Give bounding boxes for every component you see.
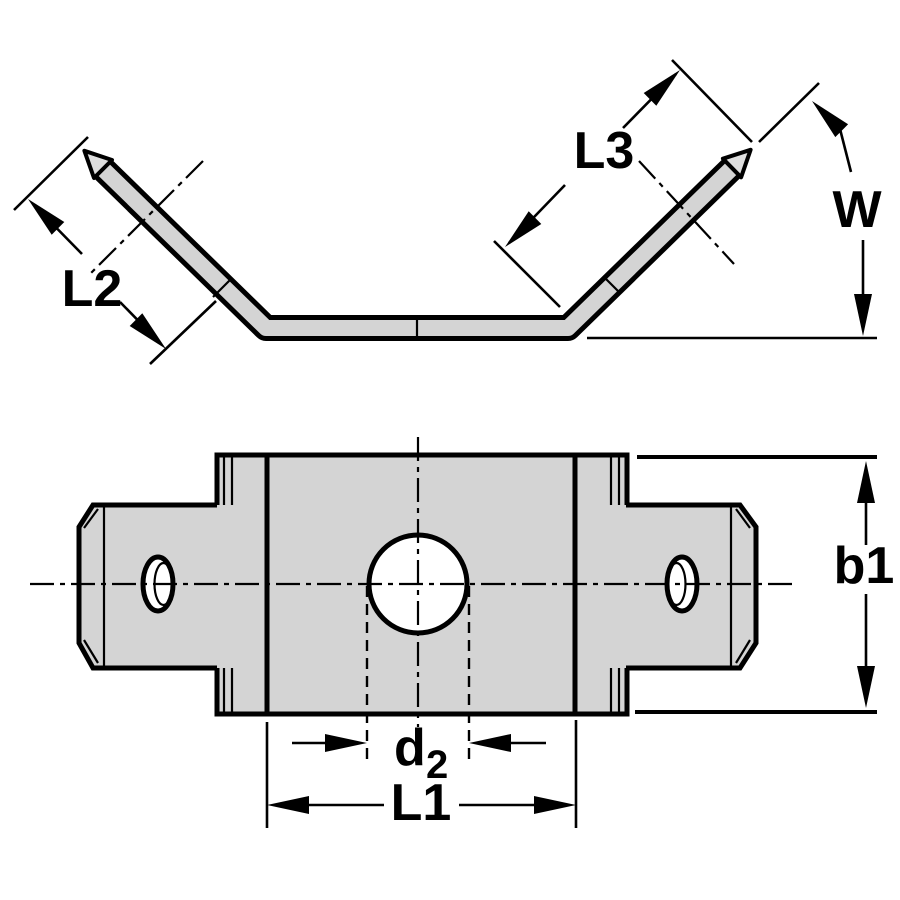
- right-pin-nose: [720, 147, 753, 180]
- l3-extension-line-tip: [671, 59, 753, 143]
- dimension-b1: b1: [635, 455, 895, 714]
- dimension-l2: L2: [13, 136, 217, 365]
- right-pin-axis-centerline: [638, 160, 735, 265]
- d2-arrowhead-right: [469, 734, 511, 752]
- l2-arrowhead-lower: [129, 313, 166, 349]
- l3-label: L3: [574, 122, 635, 180]
- l2-arrowhead-upper: [28, 199, 65, 235]
- w-extension-line-top: [758, 82, 820, 143]
- left-pin-nose: [82, 148, 114, 180]
- dimension-l1: L1: [265, 720, 578, 832]
- right-tab-chamfer-top: [735, 508, 751, 529]
- l1-label: L1: [391, 774, 452, 832]
- d2-label-subscript: 2: [426, 743, 448, 787]
- l1-arrowhead-left: [267, 796, 309, 814]
- l1-arrowhead-right: [534, 796, 576, 814]
- left-tab-chamfer-top: [83, 508, 99, 529]
- b1-arrowhead-bottom: [857, 666, 875, 708]
- l2-extension-line-bend: [149, 300, 217, 365]
- l2-extension-line-tip: [13, 136, 89, 211]
- plan-view: d 2 L1 b1: [30, 437, 894, 832]
- w-arrowhead-top: [812, 101, 849, 138]
- right-bend-tick: [602, 275, 622, 295]
- strip-outline: [93, 158, 742, 341]
- dimension-l3: L3: [493, 59, 753, 308]
- b1-arrowhead-top: [857, 461, 875, 503]
- left-tab-chamfer-bottom: [83, 639, 99, 664]
- body-outline-bottom: [214, 668, 630, 717]
- l2-label: L2: [62, 260, 123, 318]
- b1-label: b1: [834, 537, 895, 595]
- profile-view: L2 L3 W: [13, 59, 882, 365]
- w-label: W: [832, 181, 882, 239]
- l3-extension-line-bend: [493, 240, 561, 308]
- left-pin-axis-centerline: [89, 160, 204, 275]
- body-outline-top: [214, 452, 630, 505]
- w-arrowhead-bottom: [854, 294, 872, 336]
- d2-label: d: [394, 719, 426, 777]
- w-leader-top: [838, 128, 853, 173]
- dimension-d2: d 2: [292, 586, 546, 787]
- l3-arrowhead-lower: [505, 211, 542, 247]
- left-bend-tick: [212, 278, 232, 298]
- d2-arrowhead-left: [325, 734, 367, 752]
- dimension-w: W: [587, 82, 882, 340]
- right-tab-chamfer-bottom: [735, 639, 751, 664]
- l3-arrowhead-upper: [643, 70, 680, 106]
